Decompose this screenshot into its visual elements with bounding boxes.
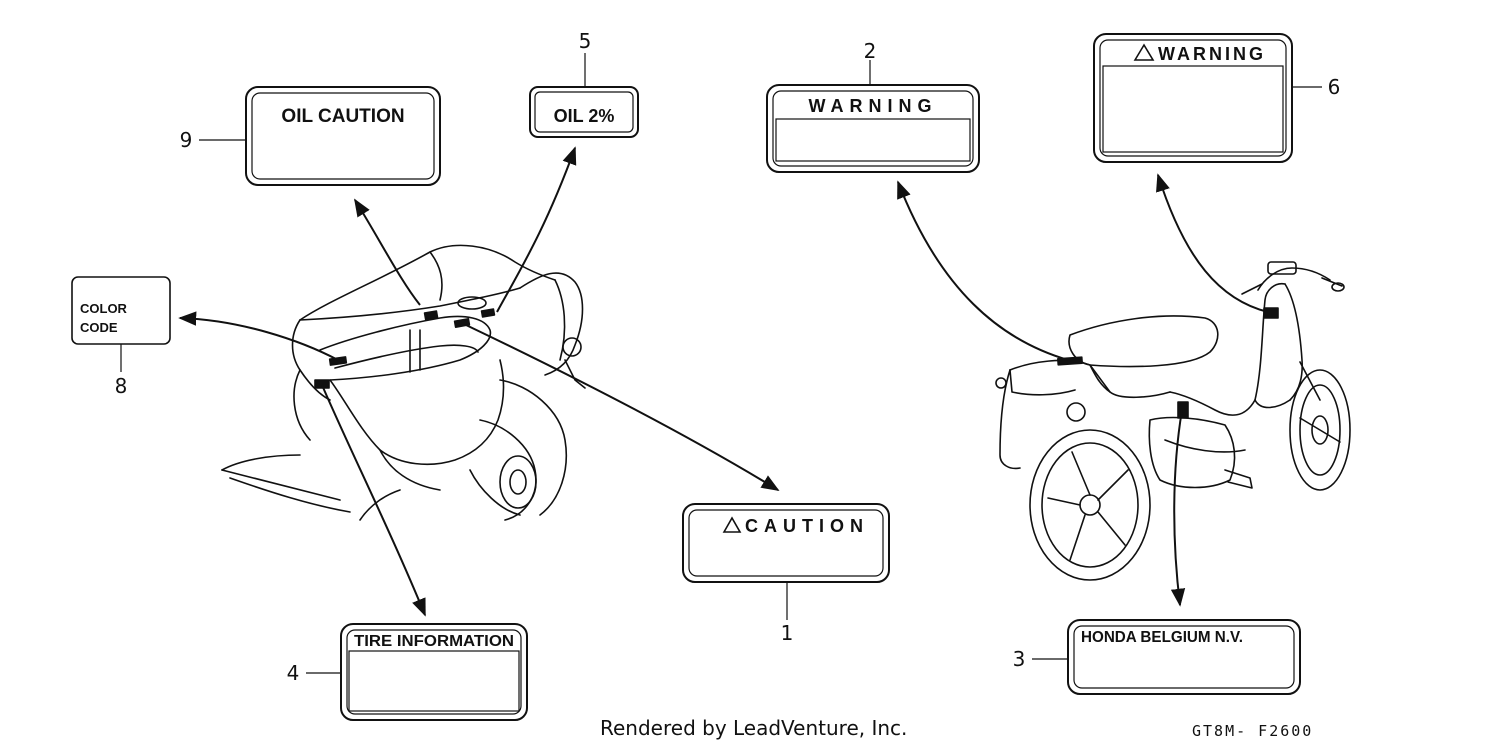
callout-2: 2 [864, 39, 877, 63]
label-warning-6: WARNING [1093, 33, 1293, 163]
label-tire-information: TIRE INFORMATION [340, 623, 528, 721]
arrow-oil-caution [354, 198, 421, 306]
warning-6-text: WARNING [1158, 44, 1266, 64]
scooter-side-view [995, 261, 1351, 581]
arrow-honda-belgium [1170, 409, 1186, 607]
warning-2-text: WARNING [809, 96, 938, 116]
callout-5: 5 [579, 29, 592, 53]
arrow-tire-info [321, 384, 426, 617]
arrow-color-code [178, 311, 339, 361]
callout-3: 3 [1013, 647, 1026, 671]
callout-lines [120, 53, 1322, 674]
leader-arrows [178, 146, 1269, 617]
rendered-by-credit: Rendered by LeadVenture, Inc. [600, 716, 908, 740]
callout-6: 6 [1328, 75, 1341, 99]
warning-triangle-icon [722, 516, 742, 533]
callout-4: 4 [287, 661, 300, 685]
label-warning-2: WARNING [766, 84, 980, 173]
arrow-warning-6 [1156, 173, 1269, 313]
arrow-warning-2 [897, 180, 1069, 361]
color-code-line2: CODE [80, 320, 118, 335]
tire-information-text: TIRE INFORMATION [354, 633, 514, 650]
caution-text: CAUTION [745, 516, 869, 536]
label-caution: CAUTION [682, 503, 890, 583]
oil-caution-text: OIL CAUTION [281, 106, 404, 127]
diagram-code: GT8M- F2600 [1192, 722, 1314, 740]
arrow-oil-2pct [496, 146, 577, 313]
callout-8: 8 [115, 374, 128, 398]
callout-9: 9 [180, 128, 193, 152]
warning-triangle-icon [1133, 43, 1155, 61]
label-oil-caution: OIL CAUTION [245, 86, 441, 186]
arrow-caution [465, 324, 780, 491]
color-code-line1: COLOR [80, 301, 128, 316]
honda-belgium-text: HONDA BELGIUM N.V. [1081, 629, 1243, 646]
scooter-rear-view [221, 244, 586, 521]
oil-2pct-text: OIL 2% [554, 106, 615, 126]
callout-1: 1 [781, 621, 794, 645]
label-honda-belgium: HONDA BELGIUM N.V. [1067, 619, 1301, 695]
label-oil-2pct: OIL 2% [529, 86, 639, 138]
label-color-code: COLOR CODE [71, 276, 171, 345]
